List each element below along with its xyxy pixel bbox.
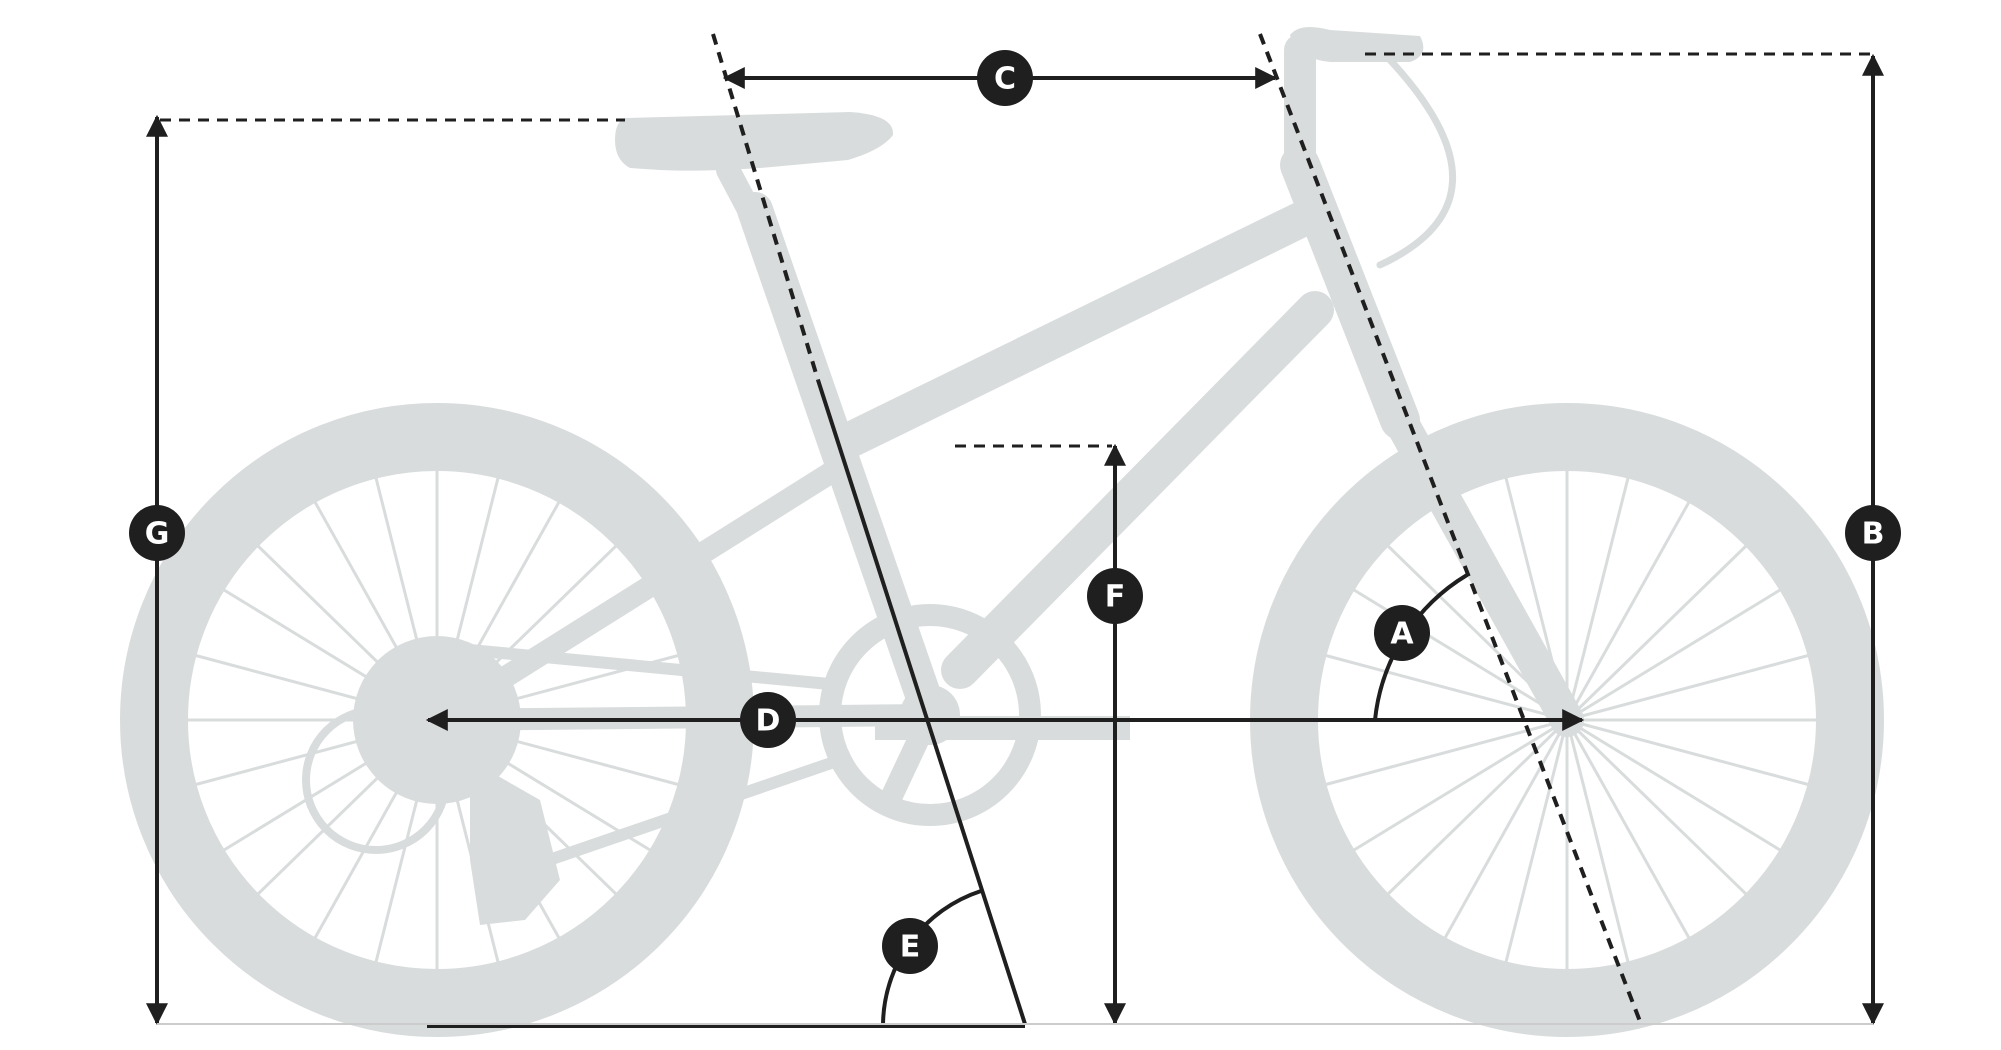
crankset	[469, 604, 1130, 876]
badge-f-label: F	[1105, 580, 1126, 615]
top-tube	[832, 202, 1318, 458]
saddle	[615, 112, 894, 171]
badge-c: C	[977, 50, 1033, 106]
badge-b: B	[1845, 505, 1901, 561]
handlebar	[1290, 26, 1424, 62]
badge-d: D	[740, 692, 796, 748]
chain	[469, 644, 842, 876]
fork	[1383, 403, 1584, 737]
badge-f: F	[1087, 568, 1143, 624]
badge-g-label: G	[145, 517, 170, 552]
bike-silhouette	[120, 26, 1884, 1037]
rear-derailleur	[470, 760, 560, 925]
seat-tube-axis	[711, 33, 820, 381]
head-tube-axis	[1258, 33, 1643, 1025]
down-tube	[941, 291, 1334, 689]
head-tube	[1280, 145, 1420, 440]
badge-b-label: B	[1862, 517, 1885, 552]
badge-a-label: A	[1390, 617, 1414, 652]
brake-cable	[1376, 56, 1456, 269]
badge-e: E	[882, 918, 938, 974]
badge-a: A	[1374, 605, 1430, 661]
seat-tube-angle-line	[816, 379, 1027, 1025]
badge-d-label: D	[756, 704, 781, 739]
badge-e-label: E	[900, 930, 921, 965]
seat-stay	[426, 459, 846, 731]
seat-post	[716, 158, 777, 252]
badge-g: G	[129, 505, 185, 561]
badge-c-label: C	[994, 62, 1016, 97]
